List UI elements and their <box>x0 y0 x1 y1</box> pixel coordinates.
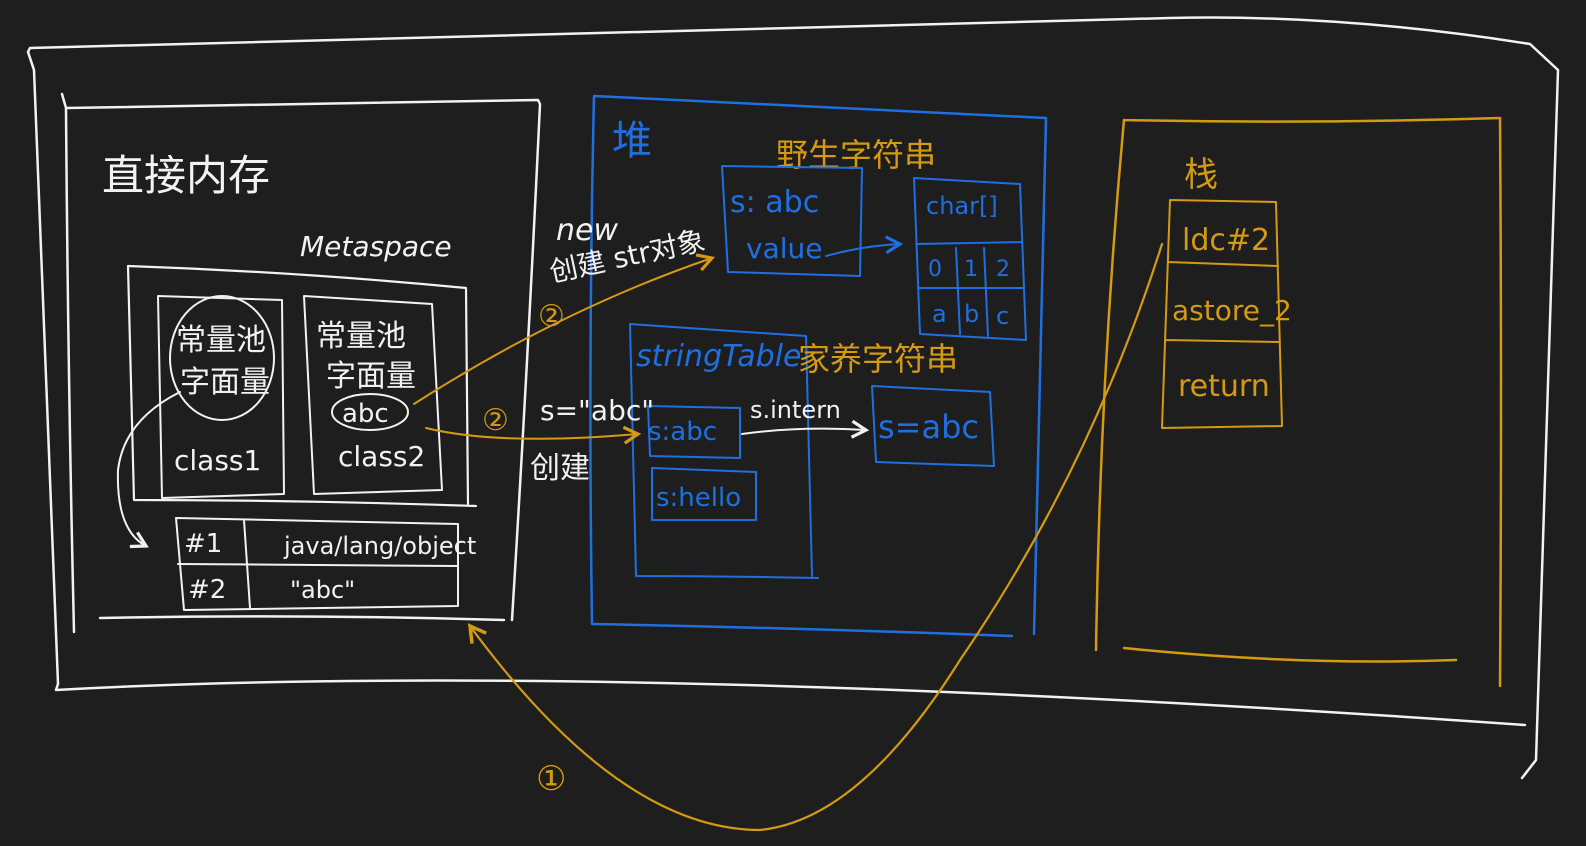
char-array-header: char[] <box>926 192 998 220</box>
stack-label: 栈 <box>1184 155 1218 195</box>
class2-label: class2 <box>338 440 425 473</box>
wild-string-object-box <box>721 165 863 277</box>
class2-box <box>303 295 443 495</box>
char-array-index-0: 0 <box>928 257 942 282</box>
stack-instruction-ldc: ldc#2 <box>1182 223 1270 258</box>
string-table-entry-hello: s:hello <box>656 483 741 513</box>
class1-pool-circle <box>169 295 275 421</box>
domestic-string-label: 家养字符串 <box>798 340 958 378</box>
char-array-index-2: 2 <box>996 257 1010 282</box>
intern-arrow <box>741 419 870 439</box>
literal-to-wild-object-arrow <box>413 253 716 405</box>
class1-box <box>157 295 285 499</box>
char-array-index-1: 1 <box>964 257 978 282</box>
class1-label: class1 <box>174 444 261 477</box>
stack-instruction-return: return <box>1178 369 1270 404</box>
class2-pool-label-2: 字面量 <box>326 359 416 394</box>
string-table-entry-abc: s:abc <box>648 417 717 447</box>
class2-pool-label-1: 常量池 <box>316 319 406 354</box>
constant-table-value-1: java/lang/object <box>283 532 476 560</box>
char-array-char-a: a <box>932 300 947 328</box>
wild-object-value-field: value <box>746 232 822 265</box>
direct-memory-label: 直接内存 <box>102 151 270 200</box>
value-to-char-array-arrow <box>825 235 904 257</box>
char-array-char-b: b <box>964 300 979 328</box>
stack-instruction-astore: astore_2 <box>1172 294 1292 327</box>
metaspace-box <box>126 264 478 508</box>
abc-literal-circle <box>331 393 409 431</box>
ldc-to-constant-table-arrow <box>467 242 1164 832</box>
string-table-entry-abc-box <box>647 405 741 459</box>
step2-marker-literal: ② <box>482 403 509 438</box>
step1-marker: ① <box>536 759 566 799</box>
intern-label: s.intern <box>750 396 841 424</box>
pool-to-table-arrow <box>116 391 181 549</box>
string-table-box <box>629 323 819 579</box>
constant-table-index-1: #1 <box>184 529 222 559</box>
step2-marker-new: ② <box>538 299 565 334</box>
class1-pool-label-2: 字面量 <box>180 365 270 400</box>
literal-to-string-table-arrow <box>425 425 642 445</box>
direct-memory-box <box>60 92 542 634</box>
heap-label: 堆 <box>612 118 652 164</box>
metaspace-label: Metaspace <box>300 230 452 263</box>
class1-pool-label-1: 常量池 <box>176 323 266 358</box>
assign-label: s="abc" <box>540 394 654 427</box>
wild-object-field: s: abc <box>730 185 819 220</box>
abc-literal: abc <box>342 399 389 429</box>
interned-object: s=abc <box>878 408 979 446</box>
constant-table-frame <box>175 517 459 611</box>
char-array-frame <box>913 177 1027 341</box>
string-table-label: stringTable <box>636 339 802 374</box>
constant-table-value-2: "abc" <box>290 576 355 604</box>
stack-box <box>1094 116 1503 688</box>
outer-frame <box>26 16 1560 780</box>
constant-table-index-2: #2 <box>188 575 226 605</box>
char-array-char-c: c <box>996 302 1009 330</box>
new-label: new <box>556 213 618 248</box>
assign-create-label: 创建 <box>530 451 590 486</box>
heap-box <box>589 94 1048 638</box>
string-table-entry-hello-box <box>651 467 757 521</box>
interned-object-box <box>871 385 995 467</box>
stack-frame-box <box>1161 199 1283 429</box>
